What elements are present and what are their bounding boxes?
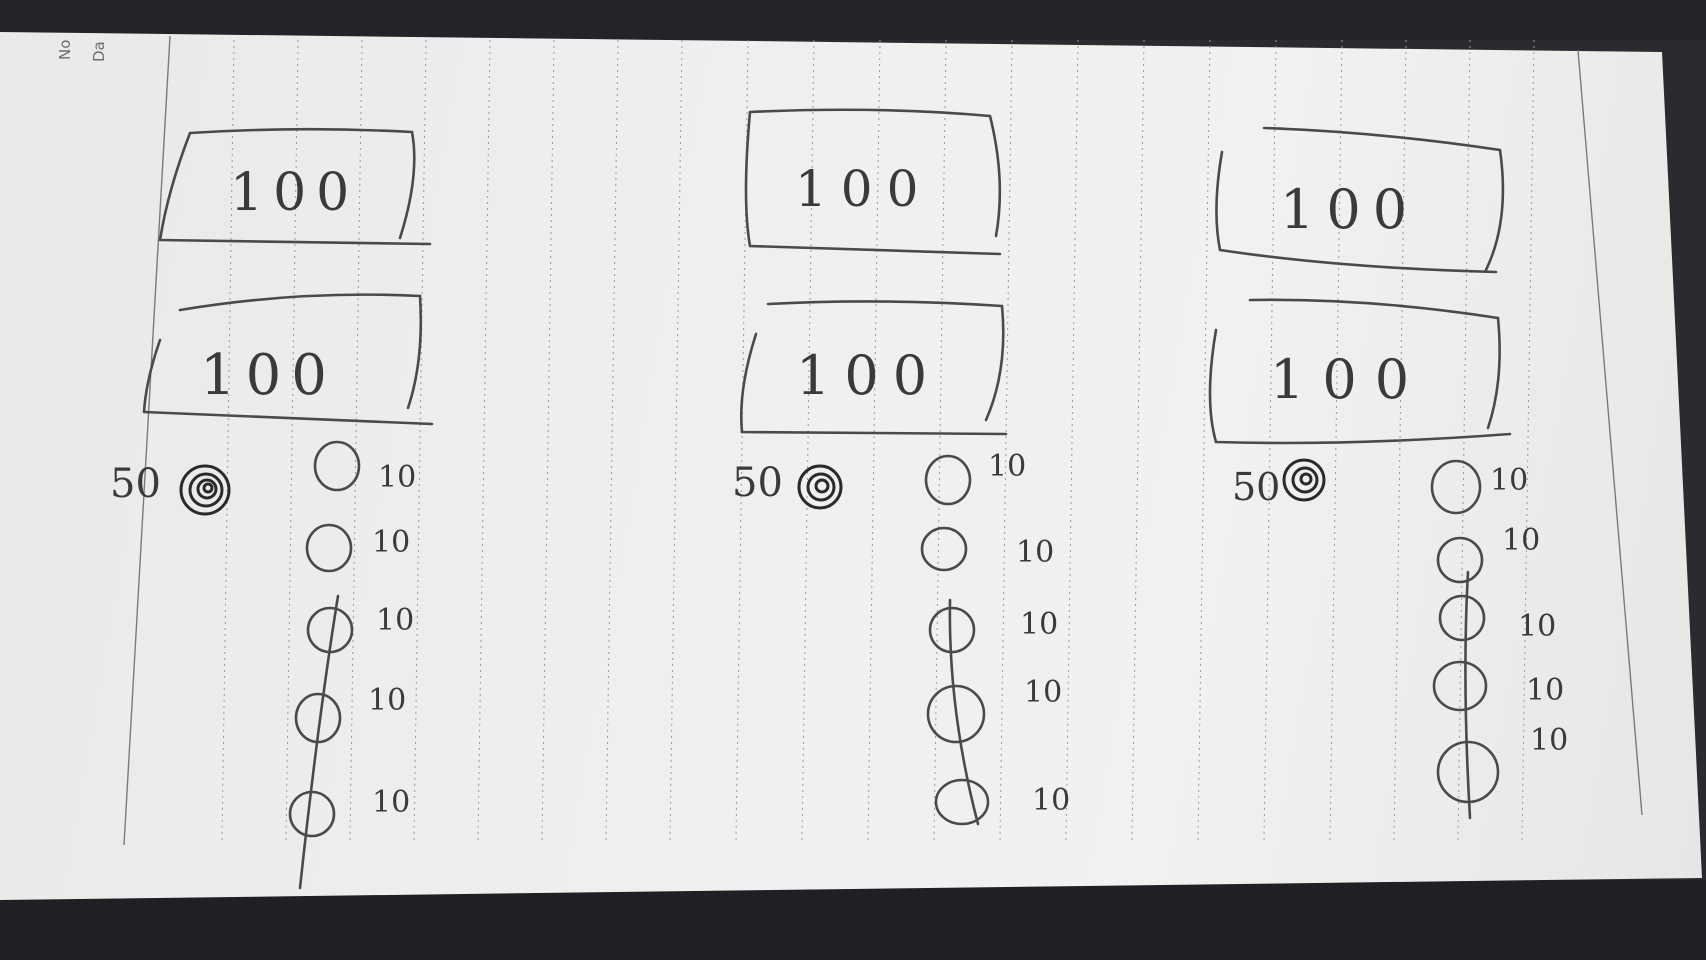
strike-line bbox=[948, 598, 980, 826]
group-2 bbox=[739, 108, 1008, 826]
coin-label: 10 bbox=[378, 460, 416, 495]
page-rule-line bbox=[349, 39, 363, 841]
coin-circle bbox=[288, 790, 336, 838]
page-rule-line bbox=[413, 39, 427, 841]
strike-line bbox=[298, 594, 340, 890]
coin-label: 10 bbox=[372, 525, 410, 560]
page-rule-line bbox=[1521, 39, 1535, 841]
page-rules bbox=[221, 39, 1535, 841]
coin-circle bbox=[920, 526, 968, 572]
coin-label: 10 bbox=[1020, 607, 1058, 642]
coin-label: 10 bbox=[1032, 783, 1070, 818]
coin-circle bbox=[926, 684, 986, 744]
coin-label: 10 bbox=[368, 683, 406, 718]
coin-label: 10 bbox=[372, 785, 410, 820]
page-rule-line bbox=[285, 39, 299, 841]
coin-50-label: 50 bbox=[732, 460, 783, 506]
group-1 bbox=[142, 127, 434, 890]
coin-label: 10 bbox=[1518, 609, 1556, 644]
note-box bbox=[739, 300, 1008, 436]
page-rule-line bbox=[605, 39, 619, 841]
coin-circle bbox=[1436, 536, 1484, 584]
group-1-labels: 100 100 50 10 10 10 10 10 bbox=[110, 163, 416, 820]
desk-background-top bbox=[0, 0, 1706, 40]
coin-circle bbox=[934, 778, 990, 826]
coin-circle bbox=[1432, 660, 1488, 712]
coin-label: 10 bbox=[1502, 523, 1540, 558]
coin-circle bbox=[1438, 594, 1486, 642]
coin-circle bbox=[1430, 459, 1482, 515]
coin-label: 10 bbox=[988, 449, 1026, 484]
coin-label: 10 bbox=[376, 603, 414, 638]
group-3-labels: 100 100 50 10 10 10 10 10 bbox=[1232, 178, 1568, 758]
group-3 bbox=[1208, 126, 1512, 820]
page-rule-line bbox=[477, 39, 491, 841]
coin-label: 10 bbox=[1490, 463, 1528, 498]
filled-coin bbox=[1282, 458, 1326, 502]
page-rule-line bbox=[1131, 39, 1145, 841]
coin-circle bbox=[305, 523, 353, 573]
box-value: 100 bbox=[1280, 178, 1419, 241]
page-rule-line bbox=[1263, 39, 1277, 841]
note-box bbox=[1215, 126, 1505, 274]
page-rule-line bbox=[1197, 39, 1211, 841]
note-box bbox=[158, 127, 432, 246]
box-value: 100 bbox=[1270, 348, 1427, 411]
page-rule-line bbox=[1457, 39, 1471, 841]
strike-line bbox=[1464, 570, 1472, 820]
page-rule-line bbox=[867, 39, 881, 841]
coin-circle bbox=[928, 606, 976, 654]
coin-label: 10 bbox=[1530, 723, 1568, 758]
page-rule-line bbox=[669, 39, 683, 841]
page-rule-line bbox=[221, 39, 235, 841]
filled-coin bbox=[797, 464, 843, 510]
box-value: 100 bbox=[795, 160, 932, 218]
coin-50-label: 50 bbox=[1232, 465, 1280, 509]
page-rule-line bbox=[1329, 39, 1343, 841]
page-rule-line bbox=[999, 39, 1013, 841]
box-value: 100 bbox=[230, 163, 359, 223]
page-rule-line bbox=[801, 39, 815, 841]
left-margin-line bbox=[123, 35, 171, 846]
page-rule-line bbox=[541, 39, 555, 841]
page-rule-line bbox=[1393, 39, 1407, 841]
note-box bbox=[142, 293, 434, 426]
page-rule-line bbox=[933, 39, 947, 841]
coin-label: 10 bbox=[1016, 535, 1054, 570]
coin-circle bbox=[313, 440, 361, 492]
coin-50-label: 50 bbox=[110, 461, 161, 507]
coin-circle bbox=[924, 454, 972, 506]
coin-label: 10 bbox=[1024, 675, 1062, 710]
note-box bbox=[1208, 298, 1512, 445]
box-value: 100 bbox=[796, 344, 941, 407]
group-2-labels: 100 100 50 10 10 10 10 10 bbox=[732, 160, 1070, 818]
page-rule-line bbox=[1065, 39, 1079, 841]
right-margin-line bbox=[1577, 49, 1643, 816]
coin-label: 10 bbox=[1526, 673, 1564, 708]
box-value: 100 bbox=[200, 343, 337, 408]
filled-coin bbox=[179, 464, 231, 516]
note-box bbox=[744, 108, 1002, 256]
